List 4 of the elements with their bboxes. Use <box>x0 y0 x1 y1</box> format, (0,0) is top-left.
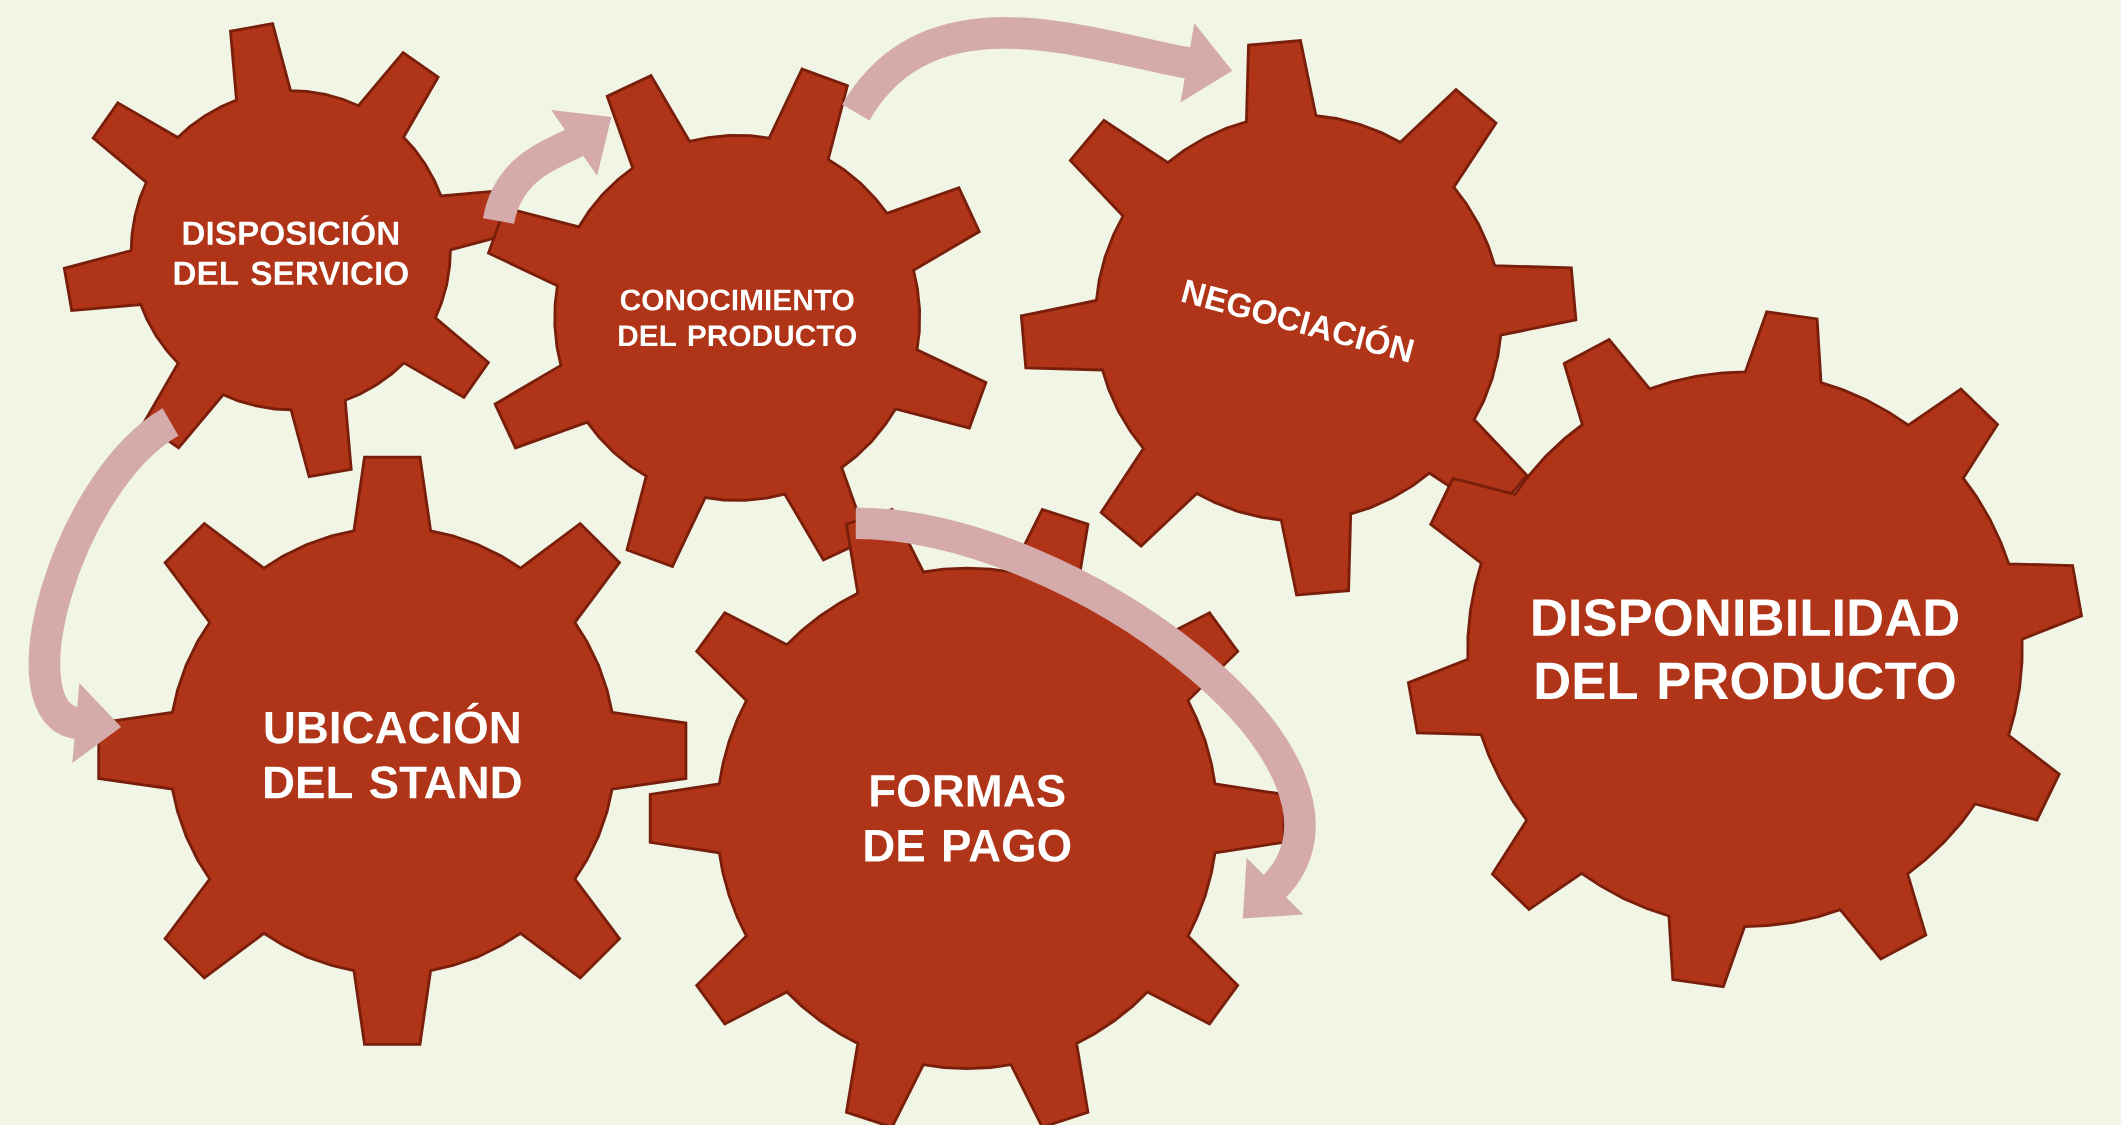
gear: FORMAS DE PAGO <box>648 507 1286 1125</box>
gear: DISPOSICIÓN DEL SERVICIO <box>62 21 519 479</box>
gear: UBICACIÓN DEL STAND <box>97 455 688 1046</box>
gear: CONOCIMIENTO DEL PRODUCTO <box>486 67 988 569</box>
